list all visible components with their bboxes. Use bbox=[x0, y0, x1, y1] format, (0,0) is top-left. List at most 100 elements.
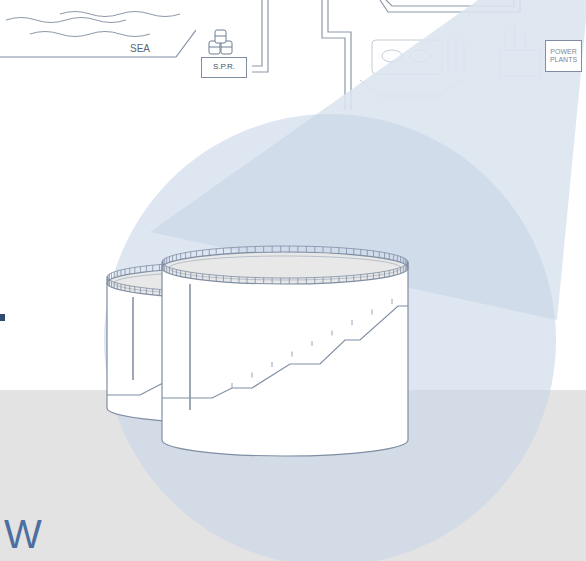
rail-tick bbox=[185, 271, 186, 277]
rail-tick bbox=[384, 253, 385, 259]
stair-tick bbox=[372, 310, 373, 315]
stair-tick bbox=[312, 341, 313, 346]
rail-tick bbox=[405, 265, 406, 271]
rail-tick bbox=[120, 270, 121, 276]
rail-tick bbox=[280, 246, 281, 252]
facility-box: S.P.R. bbox=[201, 57, 247, 78]
rail-tick bbox=[379, 272, 380, 278]
rail-tick bbox=[367, 250, 368, 256]
rail-tick bbox=[314, 246, 315, 252]
rail-tick bbox=[180, 254, 181, 260]
rail-tick bbox=[166, 258, 167, 264]
rail-tick bbox=[172, 255, 173, 261]
wave bbox=[30, 32, 150, 37]
heading-fragment: W bbox=[4, 514, 42, 554]
rail-tick bbox=[400, 257, 401, 263]
rail-tick bbox=[117, 271, 118, 277]
barrel bbox=[215, 30, 226, 43]
sea-edge bbox=[0, 30, 196, 57]
rail-tick bbox=[323, 277, 324, 283]
rail-tick bbox=[397, 255, 398, 261]
rail-tick bbox=[111, 273, 112, 279]
rail-tick bbox=[109, 280, 110, 286]
rail-tick bbox=[152, 289, 153, 295]
rail-tick bbox=[255, 278, 256, 284]
rail-tick bbox=[360, 275, 361, 281]
rail-tick bbox=[246, 277, 247, 283]
rail-tick bbox=[306, 246, 307, 252]
area-label: SEA bbox=[130, 43, 150, 54]
rail-tick bbox=[146, 266, 147, 272]
rail-tick bbox=[117, 283, 118, 289]
stair-tick bbox=[292, 352, 293, 357]
magnifier-circle bbox=[104, 114, 556, 561]
rail-tick bbox=[152, 265, 153, 271]
rail-tick bbox=[231, 248, 232, 254]
rail-tick bbox=[384, 271, 385, 277]
front-tank bbox=[162, 252, 408, 456]
rail-tick bbox=[379, 252, 380, 258]
rail-tick bbox=[314, 278, 315, 284]
rail-tick bbox=[159, 265, 160, 271]
rail-tick bbox=[108, 275, 109, 281]
facility-box: POWER PLANTS bbox=[545, 40, 582, 72]
rail-tick bbox=[397, 269, 398, 275]
rail-tick bbox=[360, 249, 361, 255]
rail-tick bbox=[403, 258, 404, 264]
barrel-band bbox=[209, 47, 220, 48]
stair-tick bbox=[332, 331, 333, 336]
rail-tick bbox=[353, 275, 354, 281]
rail-tick bbox=[209, 275, 210, 281]
box-label: S.P.R. bbox=[213, 63, 235, 72]
sea-outline bbox=[0, 0, 196, 58]
rail-tick bbox=[331, 277, 332, 283]
rail-tick bbox=[176, 270, 177, 276]
rail-tick bbox=[297, 246, 298, 252]
rail-tick bbox=[129, 286, 130, 292]
rail-tick bbox=[403, 266, 404, 272]
wave bbox=[60, 12, 180, 17]
rail-tick bbox=[129, 268, 130, 274]
rail-tick bbox=[202, 250, 203, 256]
rail-tick bbox=[146, 288, 147, 294]
rail-tick bbox=[169, 267, 170, 273]
rail-tick bbox=[393, 254, 394, 260]
rail-tick bbox=[125, 285, 126, 291]
rail-tick bbox=[263, 278, 264, 284]
rail-tick bbox=[389, 270, 390, 276]
rail-tick bbox=[223, 276, 224, 282]
rail-tick bbox=[289, 278, 290, 284]
rail-tick bbox=[176, 254, 177, 260]
rail-tick bbox=[373, 273, 374, 279]
rail-tick bbox=[238, 247, 239, 253]
rail-tick bbox=[120, 284, 121, 290]
wave bbox=[6, 18, 126, 23]
rail-tick bbox=[338, 276, 339, 282]
rail-tick bbox=[190, 252, 191, 258]
rail-tick bbox=[159, 289, 160, 295]
rail-tick bbox=[367, 274, 368, 280]
rail-tick bbox=[185, 253, 186, 259]
rail-tick bbox=[346, 276, 347, 282]
rail-tick bbox=[140, 267, 141, 273]
rail-tick bbox=[393, 270, 394, 276]
rail-tick bbox=[109, 274, 110, 280]
stair-tick bbox=[392, 299, 393, 304]
rail-tick bbox=[114, 282, 115, 288]
barrel-band bbox=[215, 36, 226, 37]
rail-tick bbox=[190, 272, 191, 278]
rail-tick bbox=[263, 246, 264, 252]
rail-tick bbox=[196, 251, 197, 257]
rail-tick bbox=[134, 267, 135, 273]
rail-tick bbox=[114, 272, 115, 278]
stair-tick bbox=[272, 362, 273, 367]
rail-tick bbox=[306, 278, 307, 284]
rail-tick bbox=[280, 278, 281, 284]
stair-tick bbox=[232, 383, 233, 388]
rail-tick bbox=[255, 246, 256, 252]
rail-tick bbox=[353, 249, 354, 255]
rail-tick bbox=[373, 251, 374, 257]
rail-top bbox=[162, 246, 408, 278]
stair-tick bbox=[252, 373, 253, 378]
